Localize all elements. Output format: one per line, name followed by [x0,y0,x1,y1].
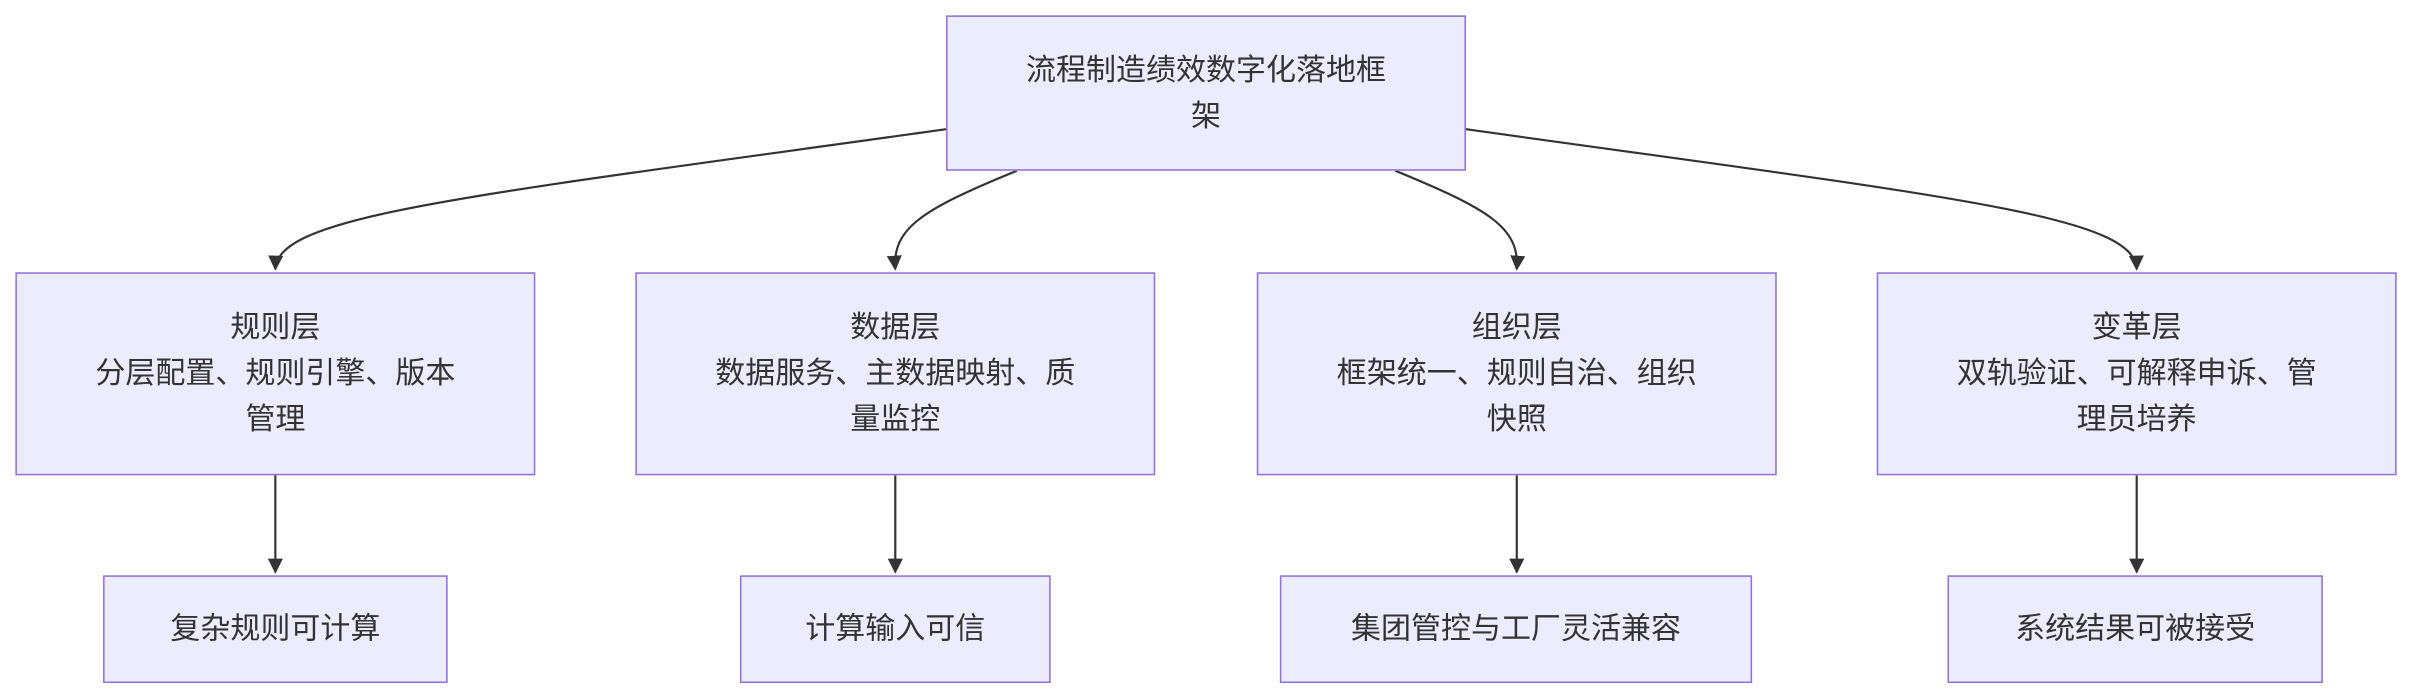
edge-root-to-change-layer [1465,128,2144,271]
change-layer-detail: 理员培养 [2076,401,2197,437]
org-layer-title: 组织层 [1471,309,1562,345]
data-layer-node: 数据层 数据服务、主数据映射、质 量监控 [635,272,1156,476]
rule-outcome-label: 复杂规则可计算 [170,610,381,647]
org-outcome-node: 集团管控与工厂灵活兼容 [1279,575,1753,684]
rule-outcome-node: 复杂规则可计算 [103,575,448,684]
org-layer-detail: 框架统一、规则自治、组织 [1336,355,1697,391]
rule-layer-title: 规则层 [230,309,321,345]
org-layer-node: 组织层 框架统一、规则自治、组织 快照 [1256,272,1777,476]
change-outcome-label: 系统结果可被接受 [2015,610,2256,647]
change-outcome-node: 系统结果可被接受 [1947,575,2323,684]
change-layer-title: 变革层 [2091,309,2182,345]
edge-root-to-data-layer [886,169,1018,271]
edge-root-to-org-layer [1394,169,1526,271]
root-node-line: 流程制造绩效数字化落地框 [1026,51,1387,87]
rule-layer-detail: 管理 [245,401,306,437]
change-layer-node: 变革层 双轨验证、可解释申诉、管 理员培养 [1876,272,2397,476]
org-layer-detail: 快照 [1486,401,1547,437]
rule-layer-node: 规则层 分层配置、规则引擎、版本 管理 [15,272,536,476]
data-layer-title: 数据层 [850,309,941,345]
root-node: 流程制造绩效数字化落地框 架 [946,15,1466,171]
data-outcome-node: 计算输入可信 [739,575,1051,684]
change-layer-detail: 双轨验证、可解释申诉、管 [1956,355,2317,391]
rule-layer-detail: 分层配置、规则引擎、版本 [95,355,456,391]
data-layer-detail: 量监控 [850,401,941,437]
edge-root-to-rule-layer [268,128,947,271]
root-node-line: 架 [1191,97,1222,134]
data-outcome-label: 计算输入可信 [805,610,986,647]
org-outcome-label: 集团管控与工厂灵活兼容 [1350,610,1681,647]
data-layer-detail: 数据服务、主数据映射、质 [715,355,1076,391]
